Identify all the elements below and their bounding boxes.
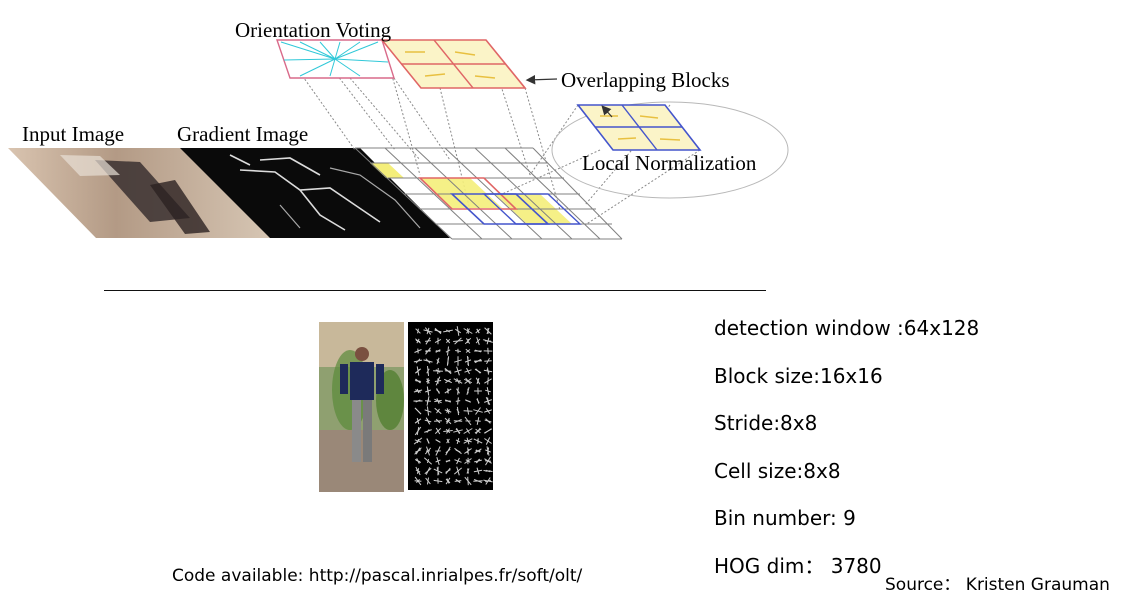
hog-glyph-stroke [448,358,449,365]
hog-visualization [408,322,493,490]
orientation-voting-cell [277,40,394,78]
label-local-normalization: Local Normalization [582,151,756,176]
hog-glyph-stroke [433,371,443,372]
hog-parameters: detection window :64x128 Block size:16x1… [714,314,979,599]
divider-line [104,290,766,291]
hog-glyph-stroke [488,377,489,384]
label-orientation-voting: Orientation Voting [235,18,391,43]
param-cell-size: Cell size:8x8 [714,457,979,505]
overlapping-blocks-pointer [528,79,557,80]
hog-glyph-stroke [448,389,449,394]
param-stride: Stride:8x8 [714,409,979,457]
normalized-block-blue [578,105,700,150]
param-block-size: Block size:16x16 [714,362,979,410]
source-credit: Source： Kristen Grauman [885,570,1110,595]
overlapping-block-red [382,40,525,88]
param-detection-window: detection window :64x128 [714,314,979,362]
hog-glyph-stroke [436,351,440,352]
hog-glyph-stroke [458,387,459,394]
label-input-image: Input Image [22,122,124,147]
label-overlapping-blocks: Overlapping Blocks [561,68,730,93]
param-bin-number: Bin number: 9 [714,504,979,552]
pedestrian-photo [319,322,404,492]
code-available-text: Code available: http://pascal.inrialpes.… [172,566,582,586]
label-gradient-image: Gradient Image [177,122,308,147]
